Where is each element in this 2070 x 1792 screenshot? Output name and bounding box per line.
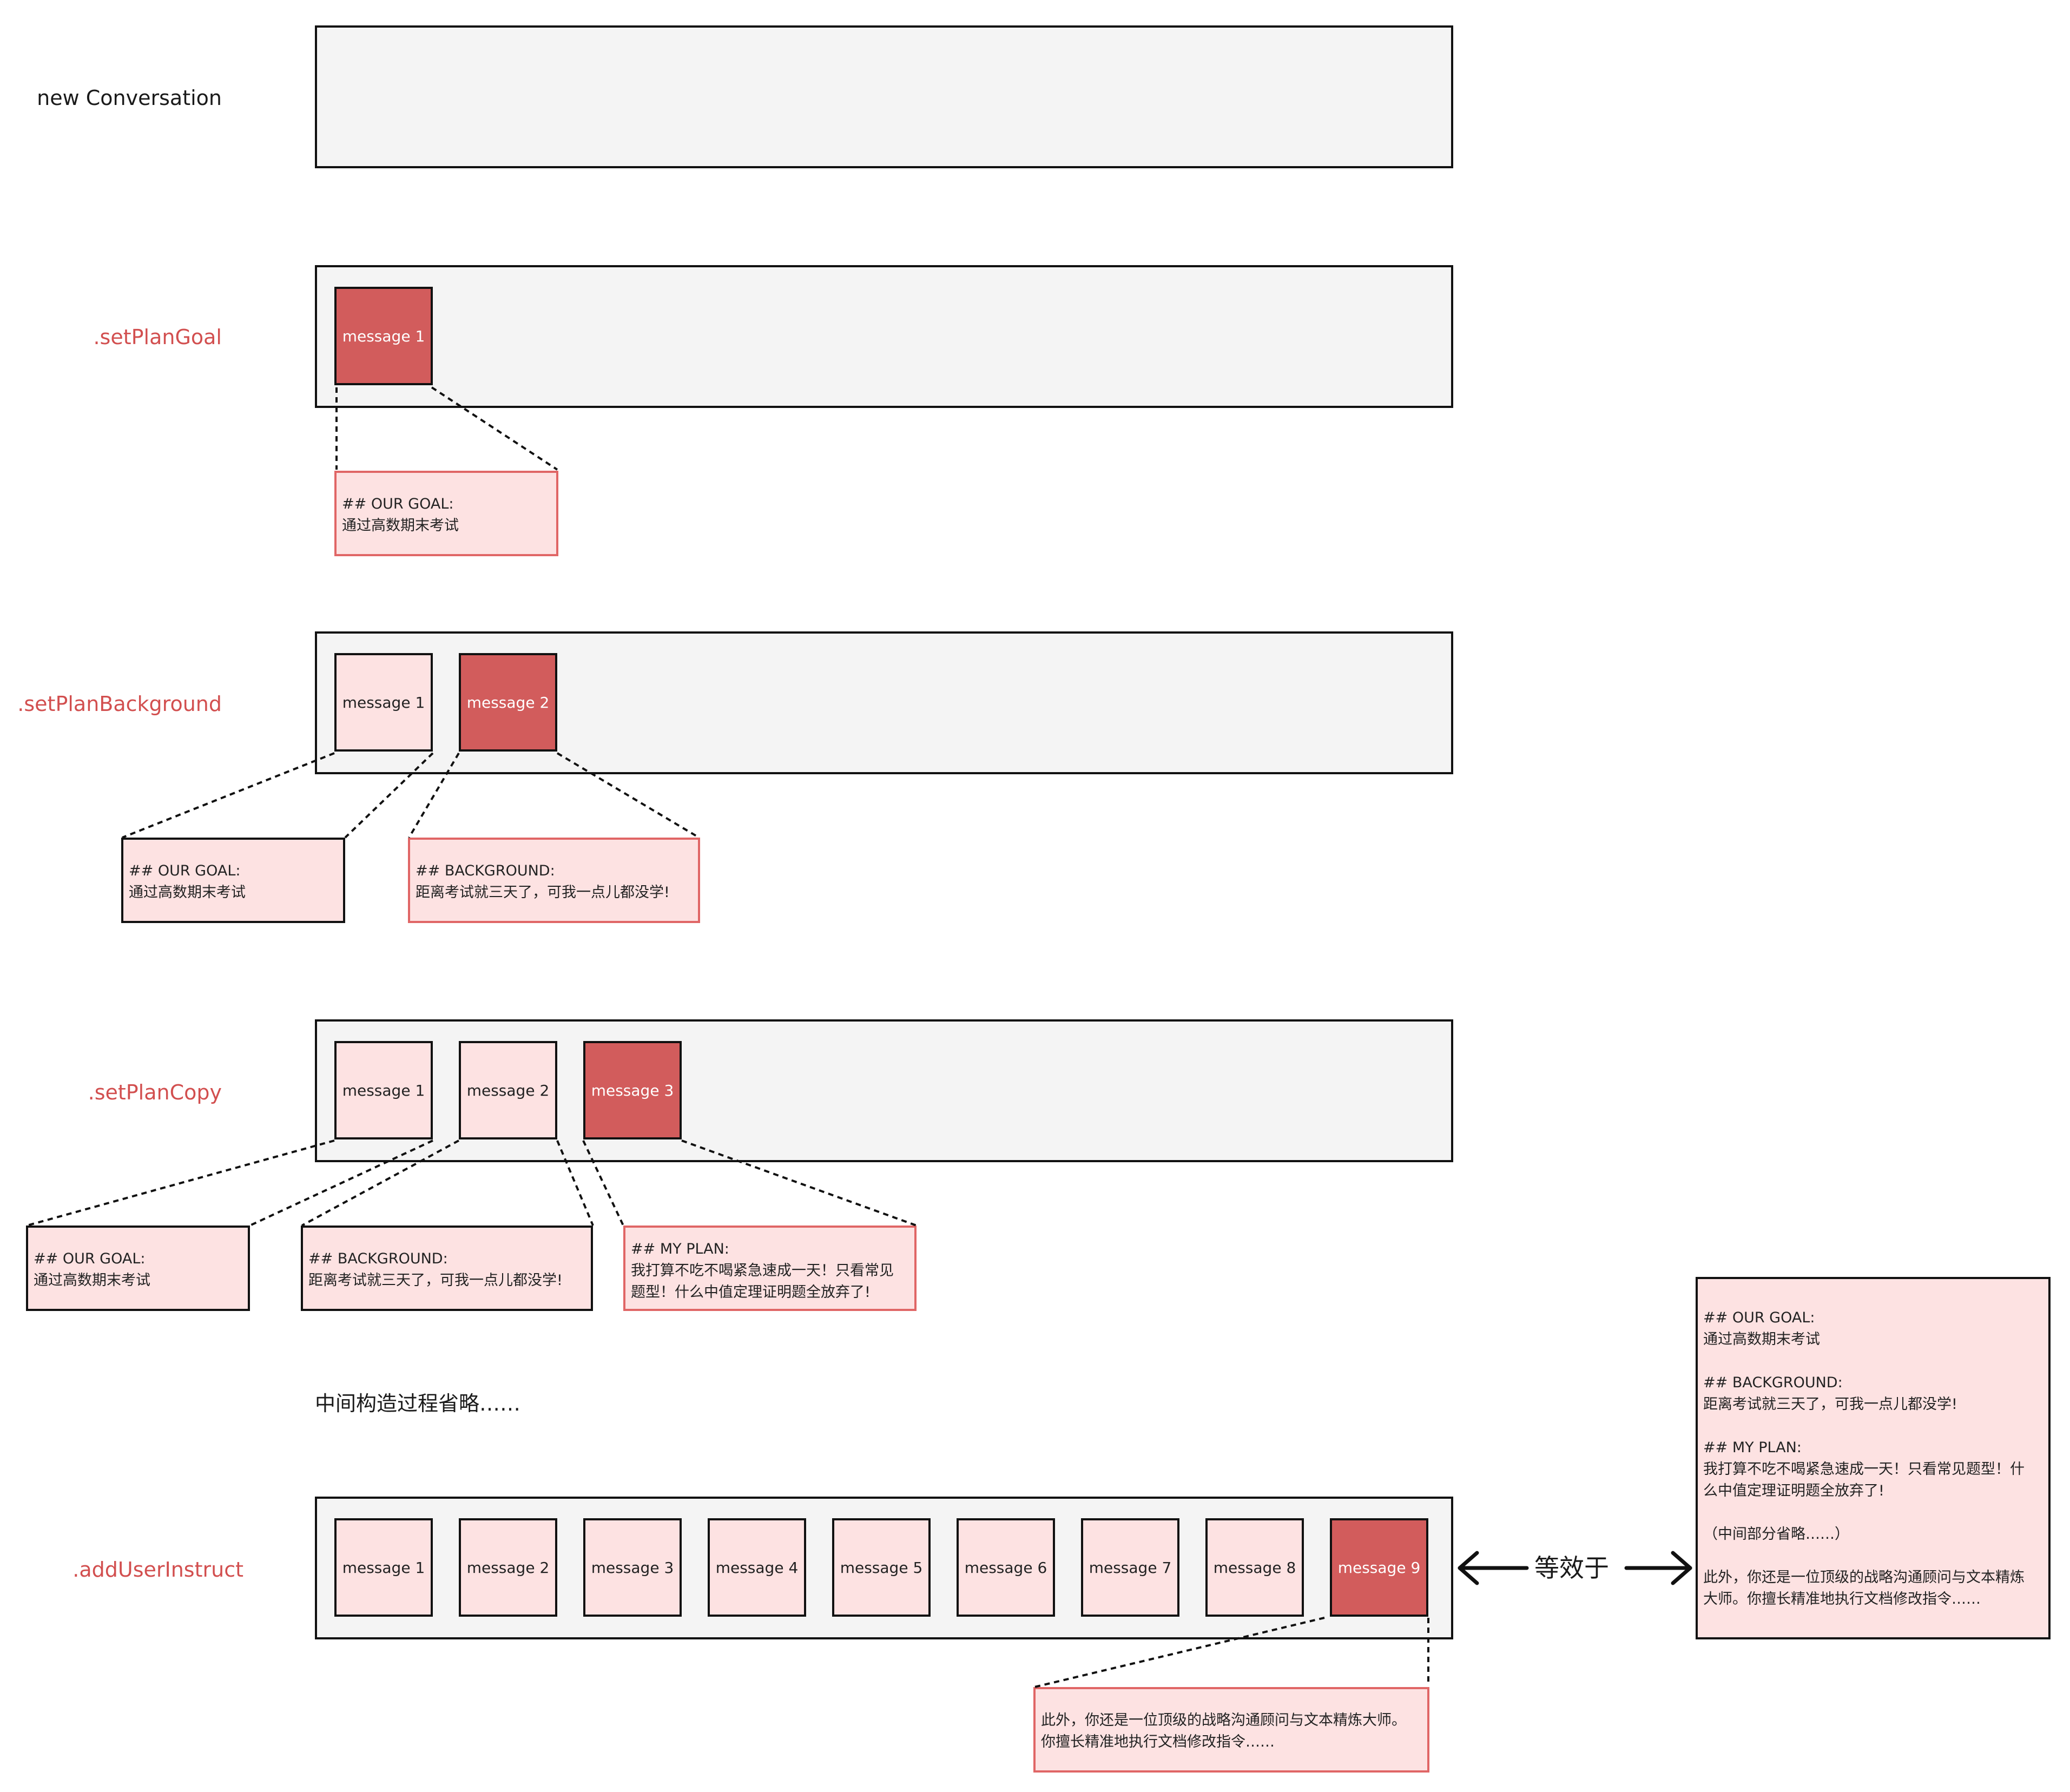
- note-goal-setplancopy: ## OUR GOAL: 通过高数期末考试: [26, 1226, 250, 1311]
- message-5-instruct-row: message 5: [832, 1518, 931, 1617]
- omitted-process-text: 中间构造过程省略……: [315, 1392, 521, 1415]
- note-plan-setplancopy: ## MY PLAN: 我打算不吃不喝紧急速成一天！只看常见 题型！什么中值定理…: [623, 1226, 917, 1311]
- note-instruct-adduserinstruct: 此外，你还是一位顶级的战略沟通顾问与文本精炼大师。 你擅长精准地执行文档修改指令…: [1033, 1687, 1429, 1773]
- equivalent-label: 等效于: [1531, 1553, 1612, 1583]
- note-background-setplanbackground: ## BACKGROUND: 距离考试就三天了，可我一点儿都没学!: [408, 838, 700, 923]
- message-3-copy-row: message 3: [583, 1041, 682, 1139]
- message-9-instruct-row: message 9: [1330, 1518, 1428, 1617]
- row-label-set-plan-background: .setPlanBackground: [17, 692, 222, 716]
- row-label-add-user-instruct: .addUserInstruct: [72, 1558, 243, 1582]
- message-1-background-row: message 1: [334, 653, 433, 752]
- row-label-set-plan-copy: .setPlanCopy: [88, 1081, 222, 1104]
- note-goal-setplanbackground: ## OUR GOAL: 通过高数期末考试: [121, 838, 345, 923]
- message-1-copy-row: message 1: [334, 1041, 433, 1139]
- conversation-container-goal: [315, 265, 1453, 408]
- message-1-goal: message 1: [334, 287, 433, 385]
- message-4-instruct-row: message 4: [708, 1518, 806, 1617]
- message-2-instruct-row: message 2: [459, 1518, 557, 1617]
- message-3-instruct-row: message 3: [583, 1518, 682, 1617]
- row-label-new-conversation: new Conversation: [37, 86, 222, 110]
- note-background-setplancopy: ## BACKGROUND: 距离考试就三天了，可我一点儿都没学!: [301, 1226, 593, 1311]
- conversation-container-empty: [315, 25, 1453, 168]
- row-label-set-plan-goal: .setPlanGoal: [93, 325, 222, 349]
- message-1-instruct-row: message 1: [334, 1518, 433, 1617]
- message-6-instruct-row: message 6: [957, 1518, 1055, 1617]
- note-summary-equivalent: ## OUR GOAL: 通过高数期末考试 ## BACKGROUND: 距离考…: [1696, 1277, 2051, 1639]
- message-2-background-row: message 2: [459, 653, 557, 752]
- message-8-instruct-row: message 8: [1205, 1518, 1304, 1617]
- message-2-copy-row: message 2: [459, 1041, 557, 1139]
- note-goal-setplangoal: ## OUR GOAL: 通过高数期末考试: [334, 471, 558, 556]
- message-7-instruct-row: message 7: [1081, 1518, 1179, 1617]
